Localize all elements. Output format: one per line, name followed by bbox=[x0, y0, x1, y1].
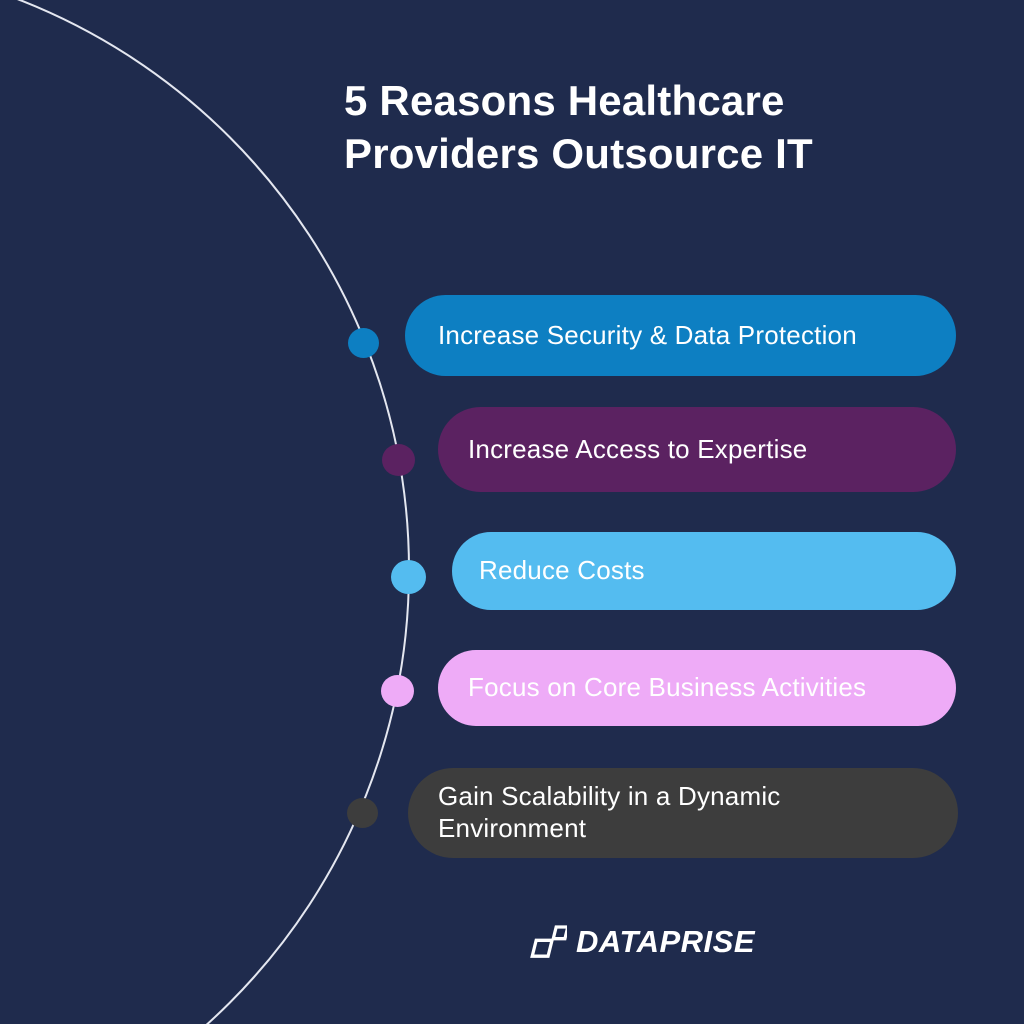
reason-pill: Reduce Costs bbox=[452, 532, 956, 610]
reason-dot bbox=[348, 328, 379, 358]
reason-label: Reduce Costs bbox=[479, 555, 645, 586]
reason-label: Increase Access to Expertise bbox=[468, 433, 808, 464]
reason-label: Focus on Core Business Activities bbox=[468, 672, 867, 703]
reason-dot bbox=[381, 675, 414, 707]
reason-pill: Focus on Core Business Activities bbox=[438, 650, 956, 726]
title-line-1: 5 Reasons Healthcare bbox=[344, 77, 785, 124]
reason-pill: Increase Security & Data Protection bbox=[405, 295, 956, 376]
reason-label: Increase Security & Data Protection bbox=[438, 319, 857, 350]
dataprise-logo-icon bbox=[527, 922, 567, 962]
reason-dot bbox=[347, 798, 378, 828]
reason-pill: Gain Scalability in a Dynamic Environmen… bbox=[408, 768, 958, 858]
title-line-2: Providers Outsource IT bbox=[344, 130, 813, 178]
reason-dot bbox=[391, 560, 426, 594]
brand-footer: DATAPRISE bbox=[527, 922, 755, 962]
reason-label: Gain Scalability in a Dynamic Environmen… bbox=[438, 781, 781, 843]
reason-dot bbox=[382, 444, 415, 476]
reason-pill: Increase Access to Expertise bbox=[438, 407, 956, 492]
brand-name: DATAPRISE bbox=[576, 924, 756, 959]
